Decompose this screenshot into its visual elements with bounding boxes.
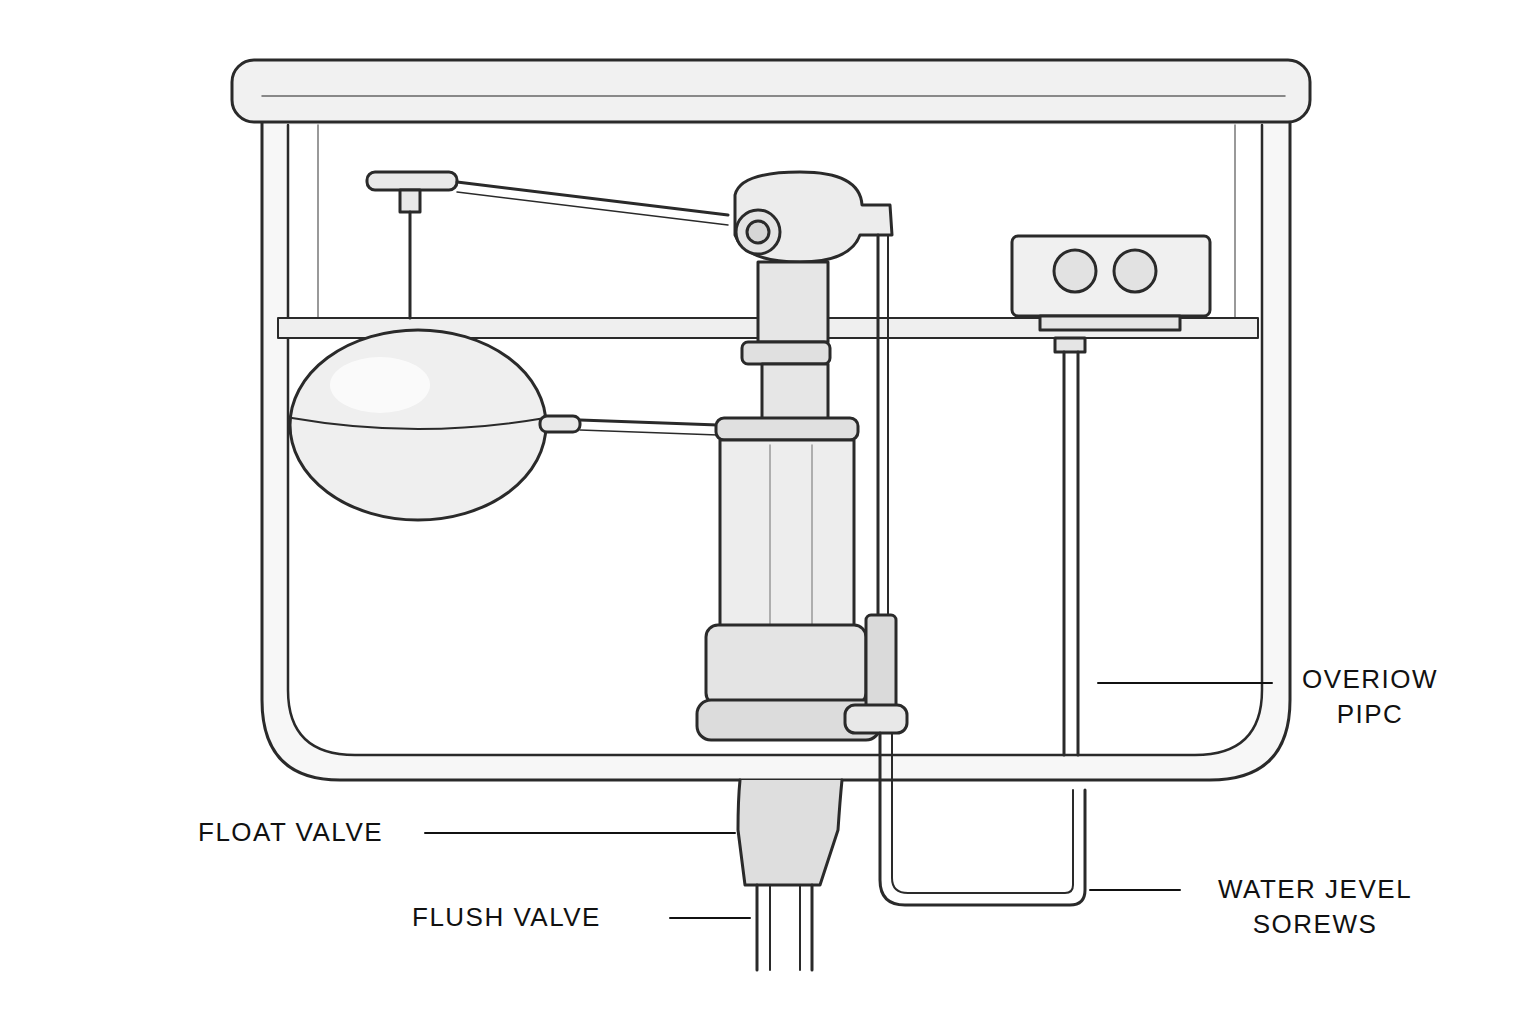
part-label: FLOAT VALVE bbox=[198, 815, 418, 850]
part-label: WATER JEVEL SOREWS bbox=[1184, 872, 1446, 942]
part-label: OVERIOW PIPC bbox=[1282, 662, 1458, 732]
part-label: FLUSH VALVE bbox=[412, 900, 662, 935]
